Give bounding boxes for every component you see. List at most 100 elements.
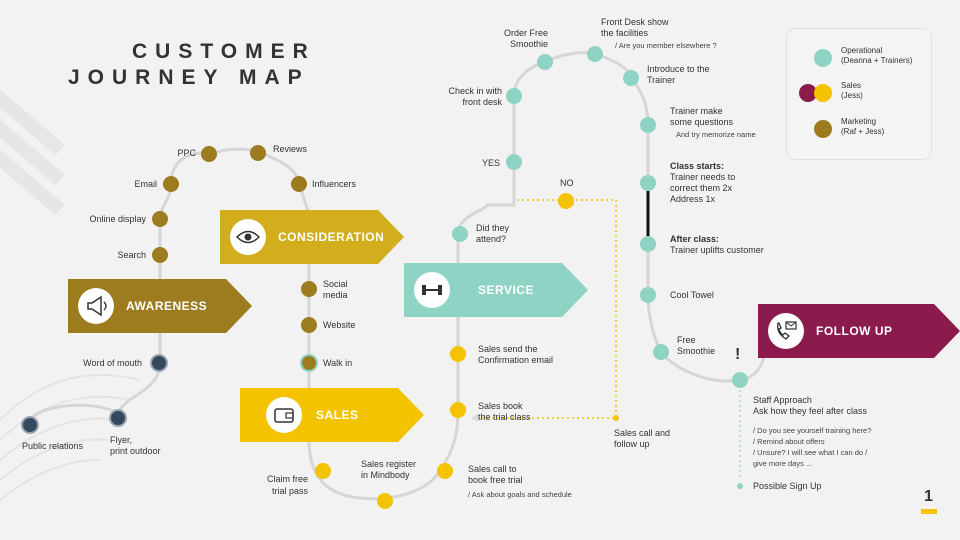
label-email: Email (134, 179, 157, 189)
legend-marketing-2: (Raf + Jess) (841, 127, 885, 136)
label-class-2: correct them 2x (670, 183, 733, 193)
awareness-label: AWARENESS (126, 299, 208, 313)
page-title-line2: JOURNEY MAP (68, 66, 310, 89)
node-social-media (301, 281, 317, 297)
label-free-smoothie-1: Free (677, 335, 696, 345)
node-influencers (291, 176, 307, 192)
label-online-display: Online display (89, 214, 146, 224)
node-smoothie (537, 54, 553, 70)
wallet-icon (266, 397, 302, 433)
node-call-follow (613, 415, 619, 421)
node-after (640, 236, 656, 252)
eye-icon (230, 219, 266, 255)
node-ppc (201, 146, 217, 162)
label-class-title: Class starts: (670, 161, 725, 171)
label-q1: / Do you see yourself training here? (753, 426, 872, 435)
node-online-display (152, 211, 168, 227)
label-q2: / Remind about offers (753, 437, 825, 446)
label-questions-note: And try memorize name (676, 130, 756, 139)
label-frontdesk-1: Front Desk show (601, 17, 669, 27)
node-free-smoothie (653, 344, 669, 360)
label-ppc: PPC (177, 148, 196, 158)
awareness-stage: AWARENESS (68, 279, 252, 333)
label-after-title: After class: (670, 234, 720, 244)
label-checkin-2: front desk (462, 97, 502, 107)
consideration-label: CONSIDERATION (278, 230, 385, 244)
followup-label: FOLLOW UP (816, 324, 893, 338)
node-search (152, 247, 168, 263)
node-checkin (506, 88, 522, 104)
consideration-banner (220, 210, 404, 264)
label-intro-2: Trainer (647, 75, 676, 85)
node-email (163, 176, 179, 192)
followup-stage: FOLLOW UP (758, 304, 960, 358)
legend-sales-2: (Jess) (841, 91, 863, 100)
node-questions (640, 117, 656, 133)
awareness-banner (68, 279, 252, 333)
megaphone-icon (78, 288, 114, 324)
label-checkin-1: Check in with (448, 86, 502, 96)
label-search: Search (117, 250, 146, 260)
label-no: NO (560, 178, 574, 188)
label-call-book-1: Sales call to (468, 464, 517, 474)
page-number: 1 (924, 488, 933, 505)
node-claim-trial (315, 463, 331, 479)
label-questions-1: Trainer make (670, 106, 723, 116)
decorative-wave-left (0, 89, 65, 216)
label-reviews: Reviews (273, 144, 308, 154)
label-confirm-1: Sales send the (478, 344, 538, 354)
node-public-relations (21, 416, 39, 434)
label-frontdesk-2: the facilities (601, 28, 649, 38)
no-branch-path (478, 199, 617, 419)
label-attend-2: attend? (476, 234, 507, 244)
legend-sales-dot-1 (799, 84, 817, 102)
label-free-smoothie-2: Smoothie (677, 346, 716, 356)
service-banner (404, 263, 588, 317)
node-frontdesk (587, 46, 603, 62)
label-q3: / Unsure? I will see what I can do / (753, 448, 868, 457)
label-q4: give more days ... (753, 459, 813, 468)
label-call-book-note: / Ask about goals and schedule (468, 490, 572, 499)
node-flyer (109, 409, 127, 427)
node-register (377, 493, 393, 509)
node-confirm (450, 346, 466, 362)
node-call-book (437, 463, 453, 479)
legend-marketing-dot (814, 120, 832, 138)
label-after-1: Trainer uplifts customer (670, 245, 764, 255)
legend-sales-dot-2 (814, 84, 832, 102)
phone-message-icon (768, 313, 804, 349)
label-confirm-2: Confirmation email (478, 355, 554, 365)
label-social-2: media (323, 290, 348, 300)
node-signup (737, 483, 743, 489)
label-claim-2: trial pass (271, 486, 308, 496)
label-book-trial-2: the trial class (478, 412, 531, 422)
label-attend-1: Did they (476, 223, 510, 233)
service-stage: SERVICE (404, 263, 588, 317)
node-staff-approach (732, 372, 748, 388)
consideration-stage: CONSIDERATION (220, 210, 404, 264)
node-attend (452, 226, 468, 242)
label-influencers: Influencers (312, 179, 357, 189)
node-word-of-mouth (150, 354, 168, 372)
label-questions-2: some questions (670, 117, 734, 127)
label-intro-1: Introduce to the (647, 64, 710, 74)
label-smoothie-2: Smoothie (509, 39, 548, 49)
legend: Operational (Deanna + Trainers) Sales (J… (786, 28, 932, 160)
label-public-relations: Public relations (22, 441, 84, 451)
label-call-follow-2: follow up (614, 439, 650, 449)
label-claim-1: Claim free (266, 474, 308, 484)
node-book-trial (450, 402, 466, 418)
legend-operational-1: Operational (841, 46, 883, 55)
node-no (558, 193, 574, 209)
label-website: Website (323, 320, 356, 330)
node-walk-in (300, 354, 318, 372)
label-approach-1: Staff Approach (753, 395, 812, 405)
label-class-3: Address 1x (670, 194, 716, 204)
legend-operational-dot (814, 49, 832, 67)
label-call-follow-1: Sales call and (614, 428, 671, 438)
node-website (301, 317, 317, 333)
label-flyer-1: Flyer, (110, 435, 133, 445)
sales-label: SALES (316, 408, 359, 422)
page-number-bar (921, 509, 937, 514)
sales-stage: SALES (240, 388, 424, 442)
